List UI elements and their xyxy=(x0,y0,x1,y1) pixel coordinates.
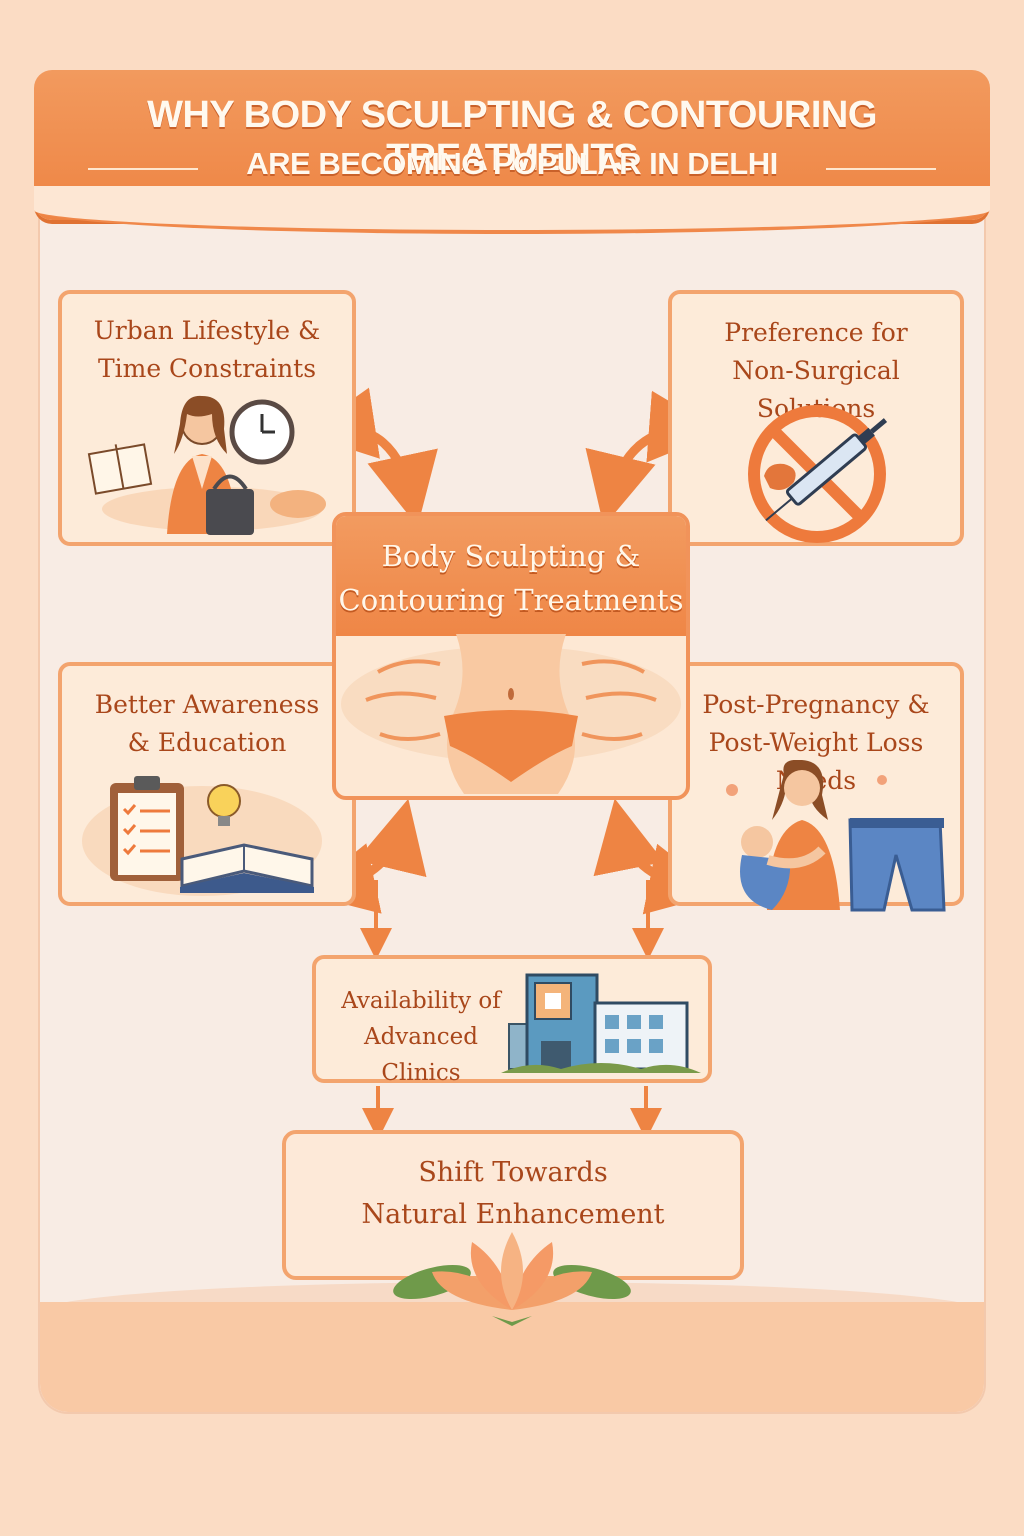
clipboard-book-bulb-icon xyxy=(82,776,322,896)
page-title: WHY BODY SCULPTING & CONTOURING TREATMEN… xyxy=(147,94,877,179)
center-label: Body Sculpting & Contouring Treatments xyxy=(338,539,684,617)
outcome-label: Shift Towards Natural Enhancement xyxy=(361,1157,665,1230)
title-rule-right xyxy=(826,168,936,170)
clinics-node: Availability of Advanced Clinics xyxy=(312,955,712,1086)
clinics-label: Availability of Advanced Clinics xyxy=(341,988,501,1086)
factor-label: Urban Lifestyle & Time Constraints xyxy=(93,316,321,383)
banner-curve xyxy=(34,186,990,234)
factor-urban-lifestyle: Urban Lifestyle & Time Constraints xyxy=(58,290,356,546)
panel-footer xyxy=(40,1302,984,1412)
center-node: Body Sculpting & Contouring Treatments xyxy=(332,512,690,800)
title-rule-left xyxy=(88,168,198,170)
busy-woman-clock-icon xyxy=(87,395,326,535)
page-subtitle: ARE BECOMING POPULAR IN DELHI xyxy=(246,146,778,181)
center-header xyxy=(336,516,686,636)
waist-icon xyxy=(341,634,681,794)
factor-post-pregnancy: Post-Pregnancy & Post-Weight Loss Needs xyxy=(668,662,964,912)
clinic-building-icon xyxy=(501,973,701,1073)
factor-non-surgical: Preference for Non-Surgical Solutions xyxy=(668,290,964,546)
factor-awareness: Better Awareness & Education xyxy=(58,662,356,906)
factor-label: Better Awareness & Education xyxy=(94,690,320,757)
mother-baby-jeans-icon xyxy=(726,760,946,912)
no-syringe-icon xyxy=(748,405,888,543)
